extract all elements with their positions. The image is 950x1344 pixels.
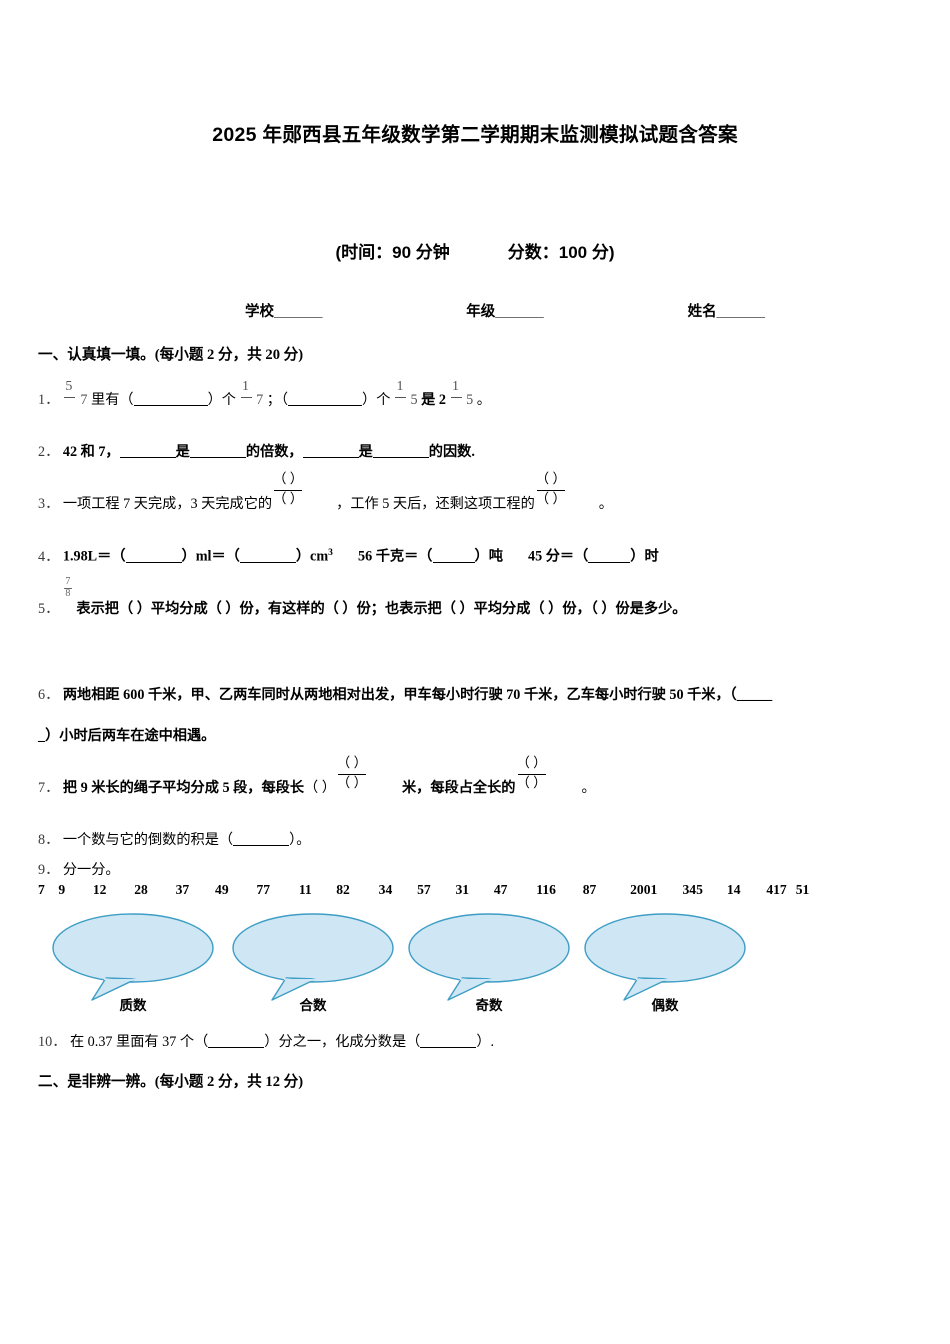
q2-blank-3[interactable] [302, 456, 359, 458]
grade-field: 年级______ [466, 304, 544, 320]
question-5-number: 5． [38, 601, 60, 618]
question-9-bubbles: 质数 合数 奇数 [38, 911, 916, 1023]
section-heading-1: 一、认真填一填。(每小题 2 分，共 20 分) [38, 347, 304, 363]
speech-bubble-icon [408, 913, 570, 1001]
speech-bubble-icon [52, 913, 214, 1001]
bubble-group-composite[interactable]: 合数 [224, 911, 402, 1023]
question-4: 4． 1.98L＝（）ml＝（）cm3 56 千克＝（）吨 45 分＝（）时 [38, 548, 659, 565]
question-6-cont: _）小时后两车在途中相遇。 [38, 727, 216, 744]
question-6-number: 6． [38, 687, 60, 704]
number-item: 82 [336, 882, 350, 898]
q4-blank-4[interactable] [588, 561, 631, 563]
q1-blank-2[interactable] [288, 404, 363, 406]
question-10: 10． 在 0.37 里面有 37 个（）分之一，化成分数是（）. [38, 1033, 495, 1050]
question-8-number: 8． [38, 831, 60, 848]
q4-blank-3[interactable] [432, 561, 475, 563]
question-2: 2． 42 和 7，是的倍数，是的因数. [38, 443, 475, 460]
number-item: 49 [215, 882, 229, 898]
number-item: 77 [256, 882, 271, 898]
number-item: 47 [493, 882, 508, 898]
number-item: 9 [58, 882, 66, 898]
question-8: 8． 一个数与它的倒数的积是（）。 [38, 831, 311, 848]
bubble-group-odd[interactable]: 奇数 [400, 911, 578, 1023]
q1-blank-1[interactable] [133, 404, 208, 406]
bubble-label-odd: 奇数 [475, 997, 503, 1013]
q7-whole-number: （ ） [304, 779, 336, 796]
question-9: 9． 分一分。 [38, 862, 120, 879]
number-item: 417 [766, 882, 787, 898]
number-item: 11 [298, 882, 312, 898]
question-7-number: 7． [38, 779, 60, 796]
bubble-label-prime: 质数 [119, 997, 147, 1013]
question-3-number: 3． [38, 496, 60, 512]
number-item: 37 [175, 882, 190, 898]
bubble-group-even[interactable]: 偶数 [576, 911, 754, 1023]
q2-blank-2[interactable] [189, 456, 246, 458]
number-item: 7 [38, 882, 45, 898]
number-item: 31 [455, 882, 470, 898]
question-2-number: 2． [38, 443, 60, 460]
number-item: 51 [795, 882, 810, 898]
student-id-fields: 学校______ 年级______ 姓名______ [245, 300, 765, 321]
bubble-label-composite: 合数 [299, 997, 327, 1013]
section-heading-2: 二、是非辨一辨。(每小题 2 分，共 12 分) [38, 1074, 304, 1091]
page-title: 2025 年郧西县五年级数学第二学期期末监测模拟试题含答案 [212, 124, 738, 146]
number-item: 12 [92, 882, 107, 898]
q2-blank-4[interactable] [372, 456, 429, 458]
number-item: 87 [582, 882, 597, 898]
exam-body: 一、认真填一填。(每小题 2 分，共 20 分) 1． 5 7 里有（）个 1 … [38, 348, 916, 1098]
exam-time-label: (时间：90 分钟 [335, 243, 450, 262]
exam-info: (时间：90 分钟 分数：100 分) [0, 238, 950, 263]
cm-cubed-exponent: 3 [328, 548, 333, 559]
speech-bubble-icon [232, 913, 394, 1001]
number-item: 2001 [630, 882, 658, 898]
bubble-label-even: 偶数 [651, 997, 679, 1013]
speech-bubble-icon [584, 913, 746, 1001]
question-10-number: 10． [38, 1033, 67, 1050]
exam-score-label: 分数：100 分) [507, 243, 615, 262]
question-9-number: 9． [38, 862, 60, 879]
number-item: 345 [682, 882, 703, 898]
number-item: 34 [378, 882, 393, 898]
question-7: 7． 把 9 米长的绳子平均分成 5 段，每段长（ ）（ ）（ ）米，每段占全长… [38, 754, 596, 796]
q10-blank-1[interactable] [208, 1046, 265, 1048]
number-item: 57 [417, 882, 431, 898]
q10-blank-2[interactable] [420, 1046, 477, 1048]
question-9-number-list: 7 9 12 28 37 49 77 11 82 34 57 31 47 116… [38, 883, 916, 897]
number-item: 28 [134, 882, 148, 898]
q2-blank-1[interactable] [119, 456, 176, 458]
question-1: 1． 5 7 里有（）个 1 7 ；（）个 1 5 是 2 1 5 。 [38, 378, 491, 408]
question-6: 6． 两地相距 600 千米，甲、乙两车同时从两地相对出发，甲车每小时行驶 70… [38, 687, 773, 704]
bubble-group-prime[interactable]: 质数 [44, 911, 222, 1023]
question-1-number: 1． [38, 391, 60, 408]
school-field: 学校______ [245, 304, 323, 320]
question-3: 3． 一项工程 7 天完成，3 天完成它的（ ）（ ），工作 5 天后，还剩这项… [38, 471, 613, 512]
number-item: 116 [536, 882, 556, 898]
name-field: 姓名______ [687, 304, 765, 320]
number-item: 14 [726, 882, 741, 898]
q8-blank-1[interactable] [233, 844, 290, 846]
question-4-number: 4． [38, 548, 60, 565]
q4-blank-2[interactable] [239, 561, 296, 563]
q4-blank-1[interactable] [125, 561, 182, 563]
